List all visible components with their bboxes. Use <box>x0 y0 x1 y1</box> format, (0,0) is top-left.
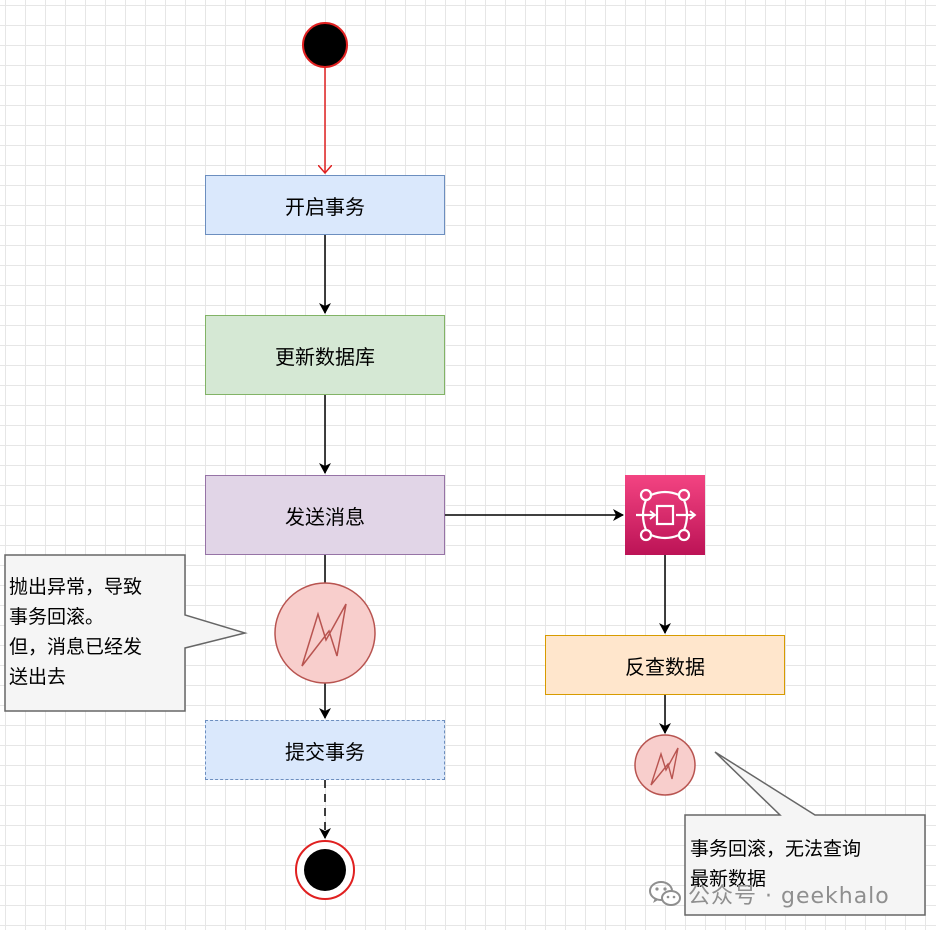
end-node <box>295 840 355 900</box>
start-node <box>302 22 348 68</box>
start-transaction-node: 开启事务 <box>205 175 445 235</box>
lightning-error-icon-small <box>634 734 696 796</box>
query-data-label: 反查数据 <box>625 654 705 679</box>
commit-transaction-node: 提交事务 <box>205 720 445 780</box>
send-message-node: 发送消息 <box>205 475 445 555</box>
callout-exception-text: 抛出异常，导致 事务回滚。 但，消息已经发 送出去 <box>9 576 143 688</box>
query-data-node: 反查数据 <box>545 635 785 695</box>
callout-rollback-text: 事务回滚，无法查询 最新数据 <box>690 838 862 890</box>
callout-rollback-shape <box>684 751 926 916</box>
message-queue-icon <box>625 475 705 555</box>
watermark-text: 公众号 · geekhalo <box>688 884 890 909</box>
callout-exception-shape <box>4 554 248 712</box>
send-message-label: 发送消息 <box>285 504 365 529</box>
commit-transaction-label: 提交事务 <box>285 739 365 764</box>
wechat-icon <box>649 881 681 906</box>
lightning-error-icon <box>274 582 376 684</box>
start-transaction-label: 开启事务 <box>285 194 365 219</box>
update-database-node: 更新数据库 <box>205 315 445 395</box>
update-database-label: 更新数据库 <box>275 344 375 369</box>
watermark: 公众号 · geekhalo <box>648 876 890 912</box>
